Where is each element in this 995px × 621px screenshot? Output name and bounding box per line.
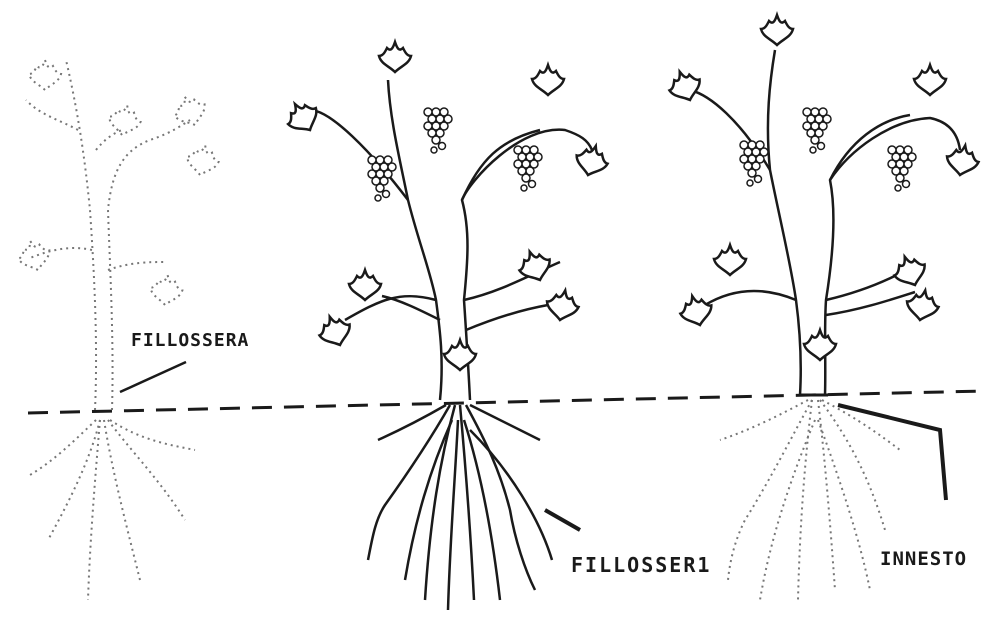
leaf-icon (665, 66, 705, 105)
leaf-icon (106, 103, 143, 138)
leaf-icon (761, 15, 793, 45)
leaf-icon (804, 330, 836, 360)
grape-bunch-icon (740, 141, 768, 186)
grape-bunch-icon (888, 146, 916, 191)
leaf-icon (349, 270, 381, 300)
label-innesto: INNESTO (880, 548, 967, 570)
grape-bunch-icon (514, 146, 542, 191)
leaf-icon (444, 340, 476, 370)
vine-right-roots (720, 400, 900, 600)
leaf-icon (29, 60, 61, 90)
label-fillossera-middle: FILLOSSER1 (571, 553, 711, 577)
leaf-icon (914, 65, 946, 95)
pointer-line (120, 362, 186, 392)
leaf-icon (532, 65, 564, 95)
ground-line (28, 391, 985, 413)
leaf-icon (544, 288, 581, 323)
leaf-icon (170, 91, 210, 130)
leaf-icon (890, 251, 930, 290)
pointer-line (545, 510, 580, 530)
grape-bunch-icon (803, 108, 831, 153)
grape-bunch-icon (424, 108, 452, 153)
leaf-icon (15, 237, 54, 274)
leaf-icon (944, 143, 981, 178)
label-fillossera-left: FILLOSSERA (131, 330, 249, 351)
leaf-icon (184, 143, 221, 178)
leaf-icon (149, 274, 183, 307)
leaf-icon (281, 96, 324, 138)
leaf-icon (677, 292, 716, 329)
vine-middle (281, 42, 611, 610)
vine-right (665, 15, 981, 395)
leaf-icon (379, 42, 411, 72)
leaf-icon (714, 245, 746, 275)
